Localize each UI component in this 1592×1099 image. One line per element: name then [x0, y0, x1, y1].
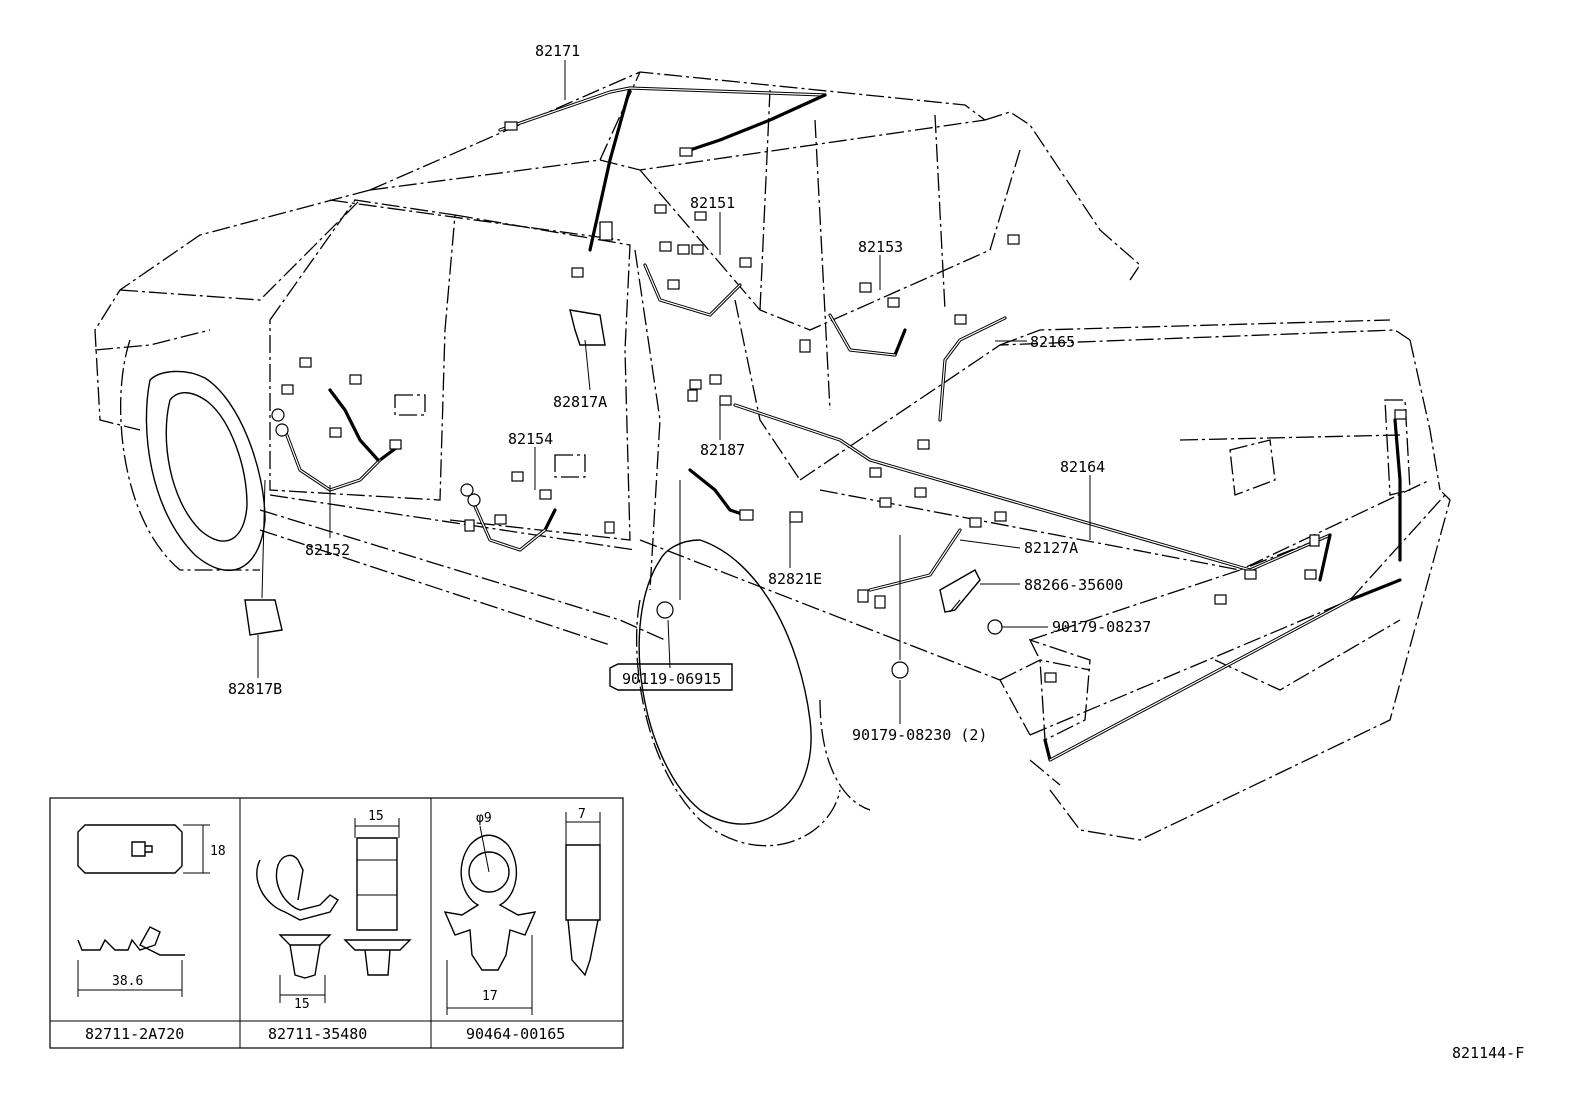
callout-82821e: 82821E: [768, 570, 822, 588]
callout-82154: 82154: [508, 430, 553, 448]
callout-82817b: 82817B: [228, 680, 282, 698]
part-82711-2a720: 82711-2A720: [85, 1025, 184, 1043]
clip-90464-00165-drawing: [443, 812, 601, 1015]
dim-top-7: 7: [578, 807, 586, 822]
part-90464-00165: 90464-00165: [466, 1025, 565, 1043]
callout-82187: 82187: [700, 441, 745, 459]
figure-code: 821144-F: [1452, 1044, 1524, 1062]
part-82711-35480: 82711-35480: [268, 1025, 367, 1043]
clip-82711-2a720-drawing: [77, 824, 210, 997]
callout-82171: 82171: [535, 42, 580, 60]
clip-82711-35480-drawing: [256, 818, 412, 1003]
callout-82151: 82151: [690, 194, 735, 212]
callout-82165: 82165: [1030, 333, 1075, 351]
connectors: [244, 121, 1407, 683]
detail-table: 18 38.6 82711-2A720 15 15 82711-35480: [49, 797, 624, 1049]
dim-length-38-6: 38.6: [112, 974, 143, 989]
callout-90179-08237: 90179-08237: [1052, 618, 1151, 636]
callout-90179-08230: 90179-08230 (2): [852, 726, 987, 744]
dim-top-15: 15: [368, 809, 384, 824]
dim-hole-phi9: φ9: [476, 811, 492, 826]
callout-labels: 82171 82151 82153 82165 82164 82817A 821…: [228, 42, 1151, 744]
callout-leaders: [257, 60, 1091, 724]
callout-82152: 82152: [305, 541, 350, 559]
callout-88266-35600: 88266-35600: [1024, 576, 1123, 594]
dim-bottom-17: 17: [482, 989, 498, 1004]
vehicle-outline: [94, 71, 1451, 847]
callout-90119-06915: 90119-06915: [622, 670, 721, 688]
callout-82164: 82164: [1060, 458, 1105, 476]
dim-bottom-15: 15: [294, 997, 310, 1012]
callout-82817a: 82817A: [553, 393, 607, 411]
dim-height-18: 18: [210, 844, 226, 859]
wire-harnesses: [283, 86, 1402, 762]
callout-82127a: 82127A: [1024, 539, 1078, 557]
callout-82153: 82153: [858, 238, 903, 256]
